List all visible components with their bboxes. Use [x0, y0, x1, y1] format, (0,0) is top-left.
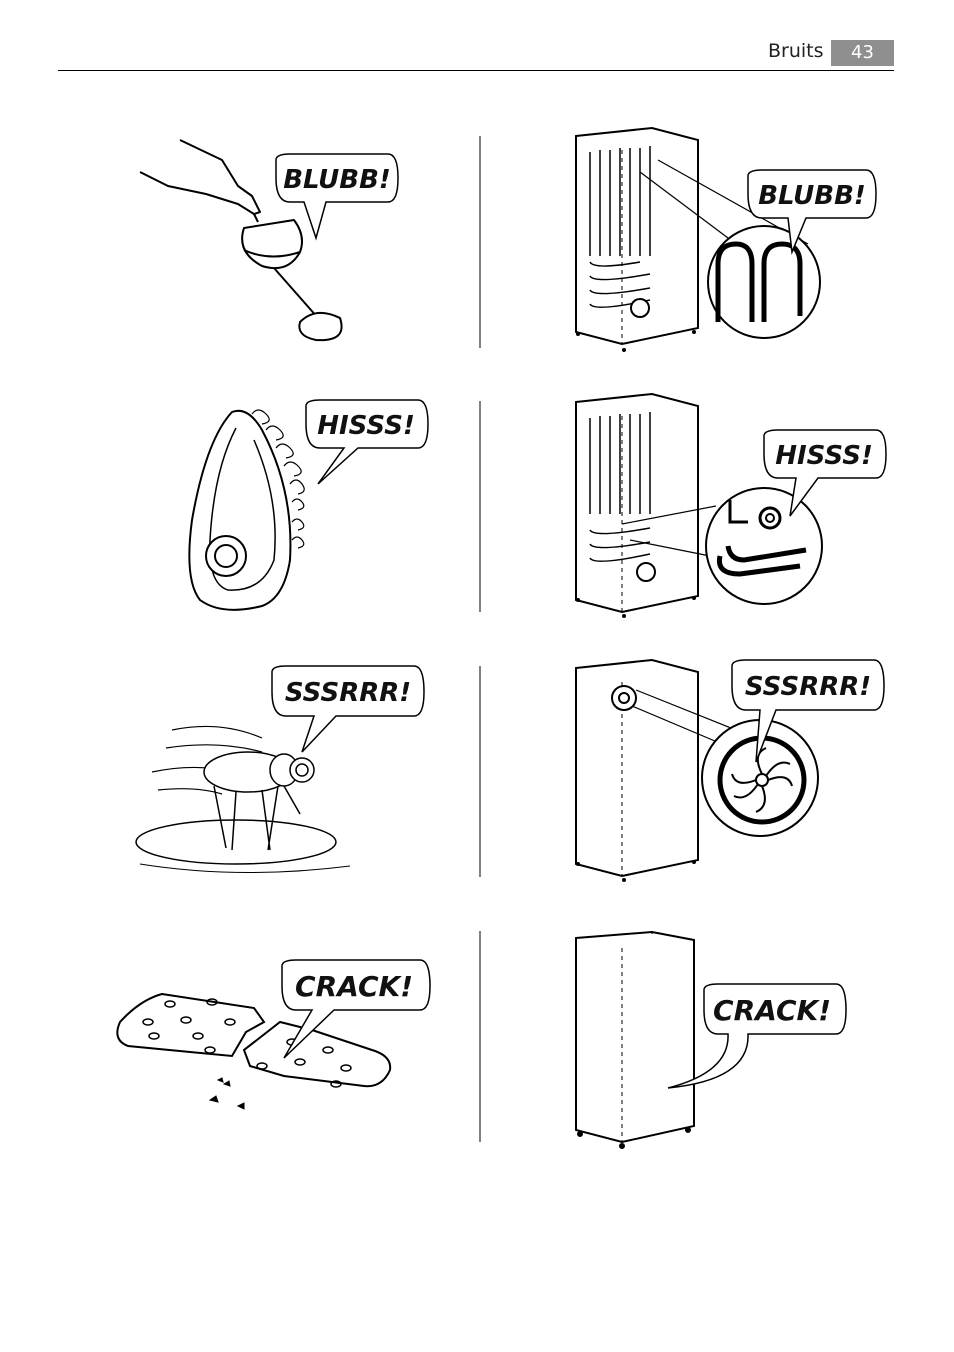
- sound-label: HISSS!: [317, 411, 415, 441]
- buzzing-fly-icon: [135, 725, 351, 874]
- speech-bubble: SSSRRR!: [271, 665, 425, 753]
- speech-bubble: CRACK!: [667, 983, 847, 1089]
- sound-label: SSSRRR!: [285, 678, 411, 708]
- header-rule: [58, 70, 894, 71]
- speech-bubble: BLUBB!: [275, 153, 399, 241]
- sound-label: SSSRRR!: [745, 672, 871, 702]
- speech-bubble: BLUBB!: [747, 169, 877, 255]
- fridge-refrigerant-valve-icon: [575, 392, 823, 614]
- speech-bubble: CRACK!: [281, 959, 431, 1059]
- fridge-cooling-coil-icon: [575, 126, 821, 346]
- steam-iron-icon: [188, 409, 305, 611]
- section-title: Bruits: [768, 40, 824, 62]
- fridge-cabinet-icon: [575, 930, 695, 1149]
- fridge-fan-icon: [575, 658, 819, 878]
- sound-label: CRACK!: [713, 994, 831, 1027]
- sound-label: BLUBB!: [283, 165, 391, 195]
- fridge-feet: [576, 330, 696, 882]
- wine-glass-icon: [139, 139, 343, 342]
- sound-label: CRACK!: [295, 970, 413, 1003]
- breaking-cracker-icon: [116, 992, 392, 1110]
- speech-bubble: HISSS!: [305, 399, 429, 485]
- sound-label: HISSS!: [775, 441, 873, 471]
- page-number: 43: [831, 40, 894, 66]
- speech-bubble: HISSS!: [763, 429, 887, 517]
- sound-label: BLUBB!: [758, 181, 866, 211]
- speech-bubble: SSSRRR!: [731, 659, 885, 763]
